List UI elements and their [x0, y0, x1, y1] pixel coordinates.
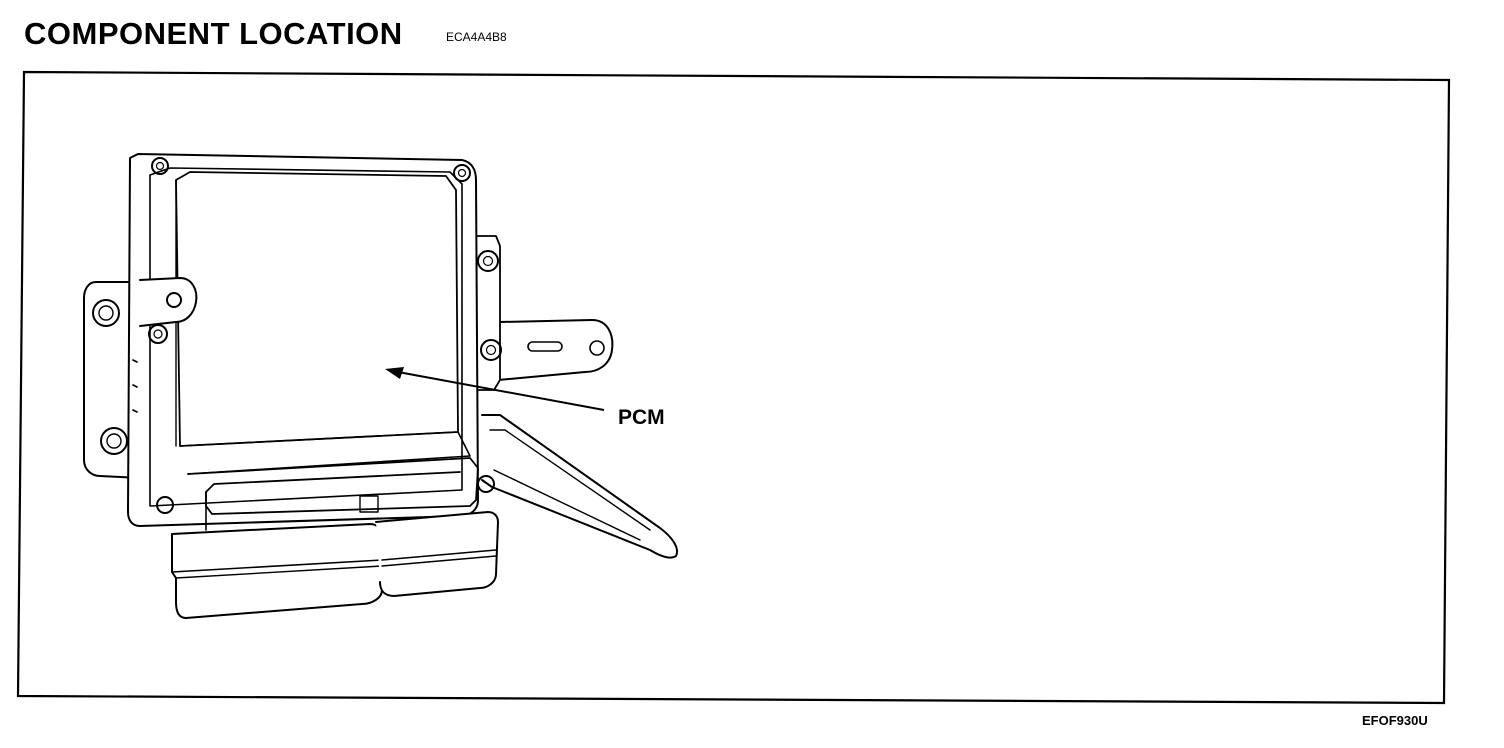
pcm-mount-arm — [481, 414, 678, 559]
page-title: COMPONENT LOCATION — [24, 16, 403, 51]
left-bracket-hole-lower — [100, 427, 128, 455]
pcm-unit-drawing — [83, 153, 678, 619]
pcm-callout-arrow — [385, 367, 605, 411]
pcm-left-bracket — [83, 281, 141, 479]
figure-code: EFOF930U — [1362, 713, 1428, 728]
pcm-connector-plug-right — [375, 511, 499, 597]
pcm-right-tab — [497, 319, 614, 381]
pcm-label: PCM — [618, 406, 665, 429]
pcm-connector-shroud — [187, 457, 479, 515]
document-code: ECA4A4B8 — [446, 30, 507, 44]
figure-border — [16, 70, 1451, 705]
pcm-housing — [127, 153, 479, 527]
left-bracket-hole-upper — [92, 299, 120, 327]
